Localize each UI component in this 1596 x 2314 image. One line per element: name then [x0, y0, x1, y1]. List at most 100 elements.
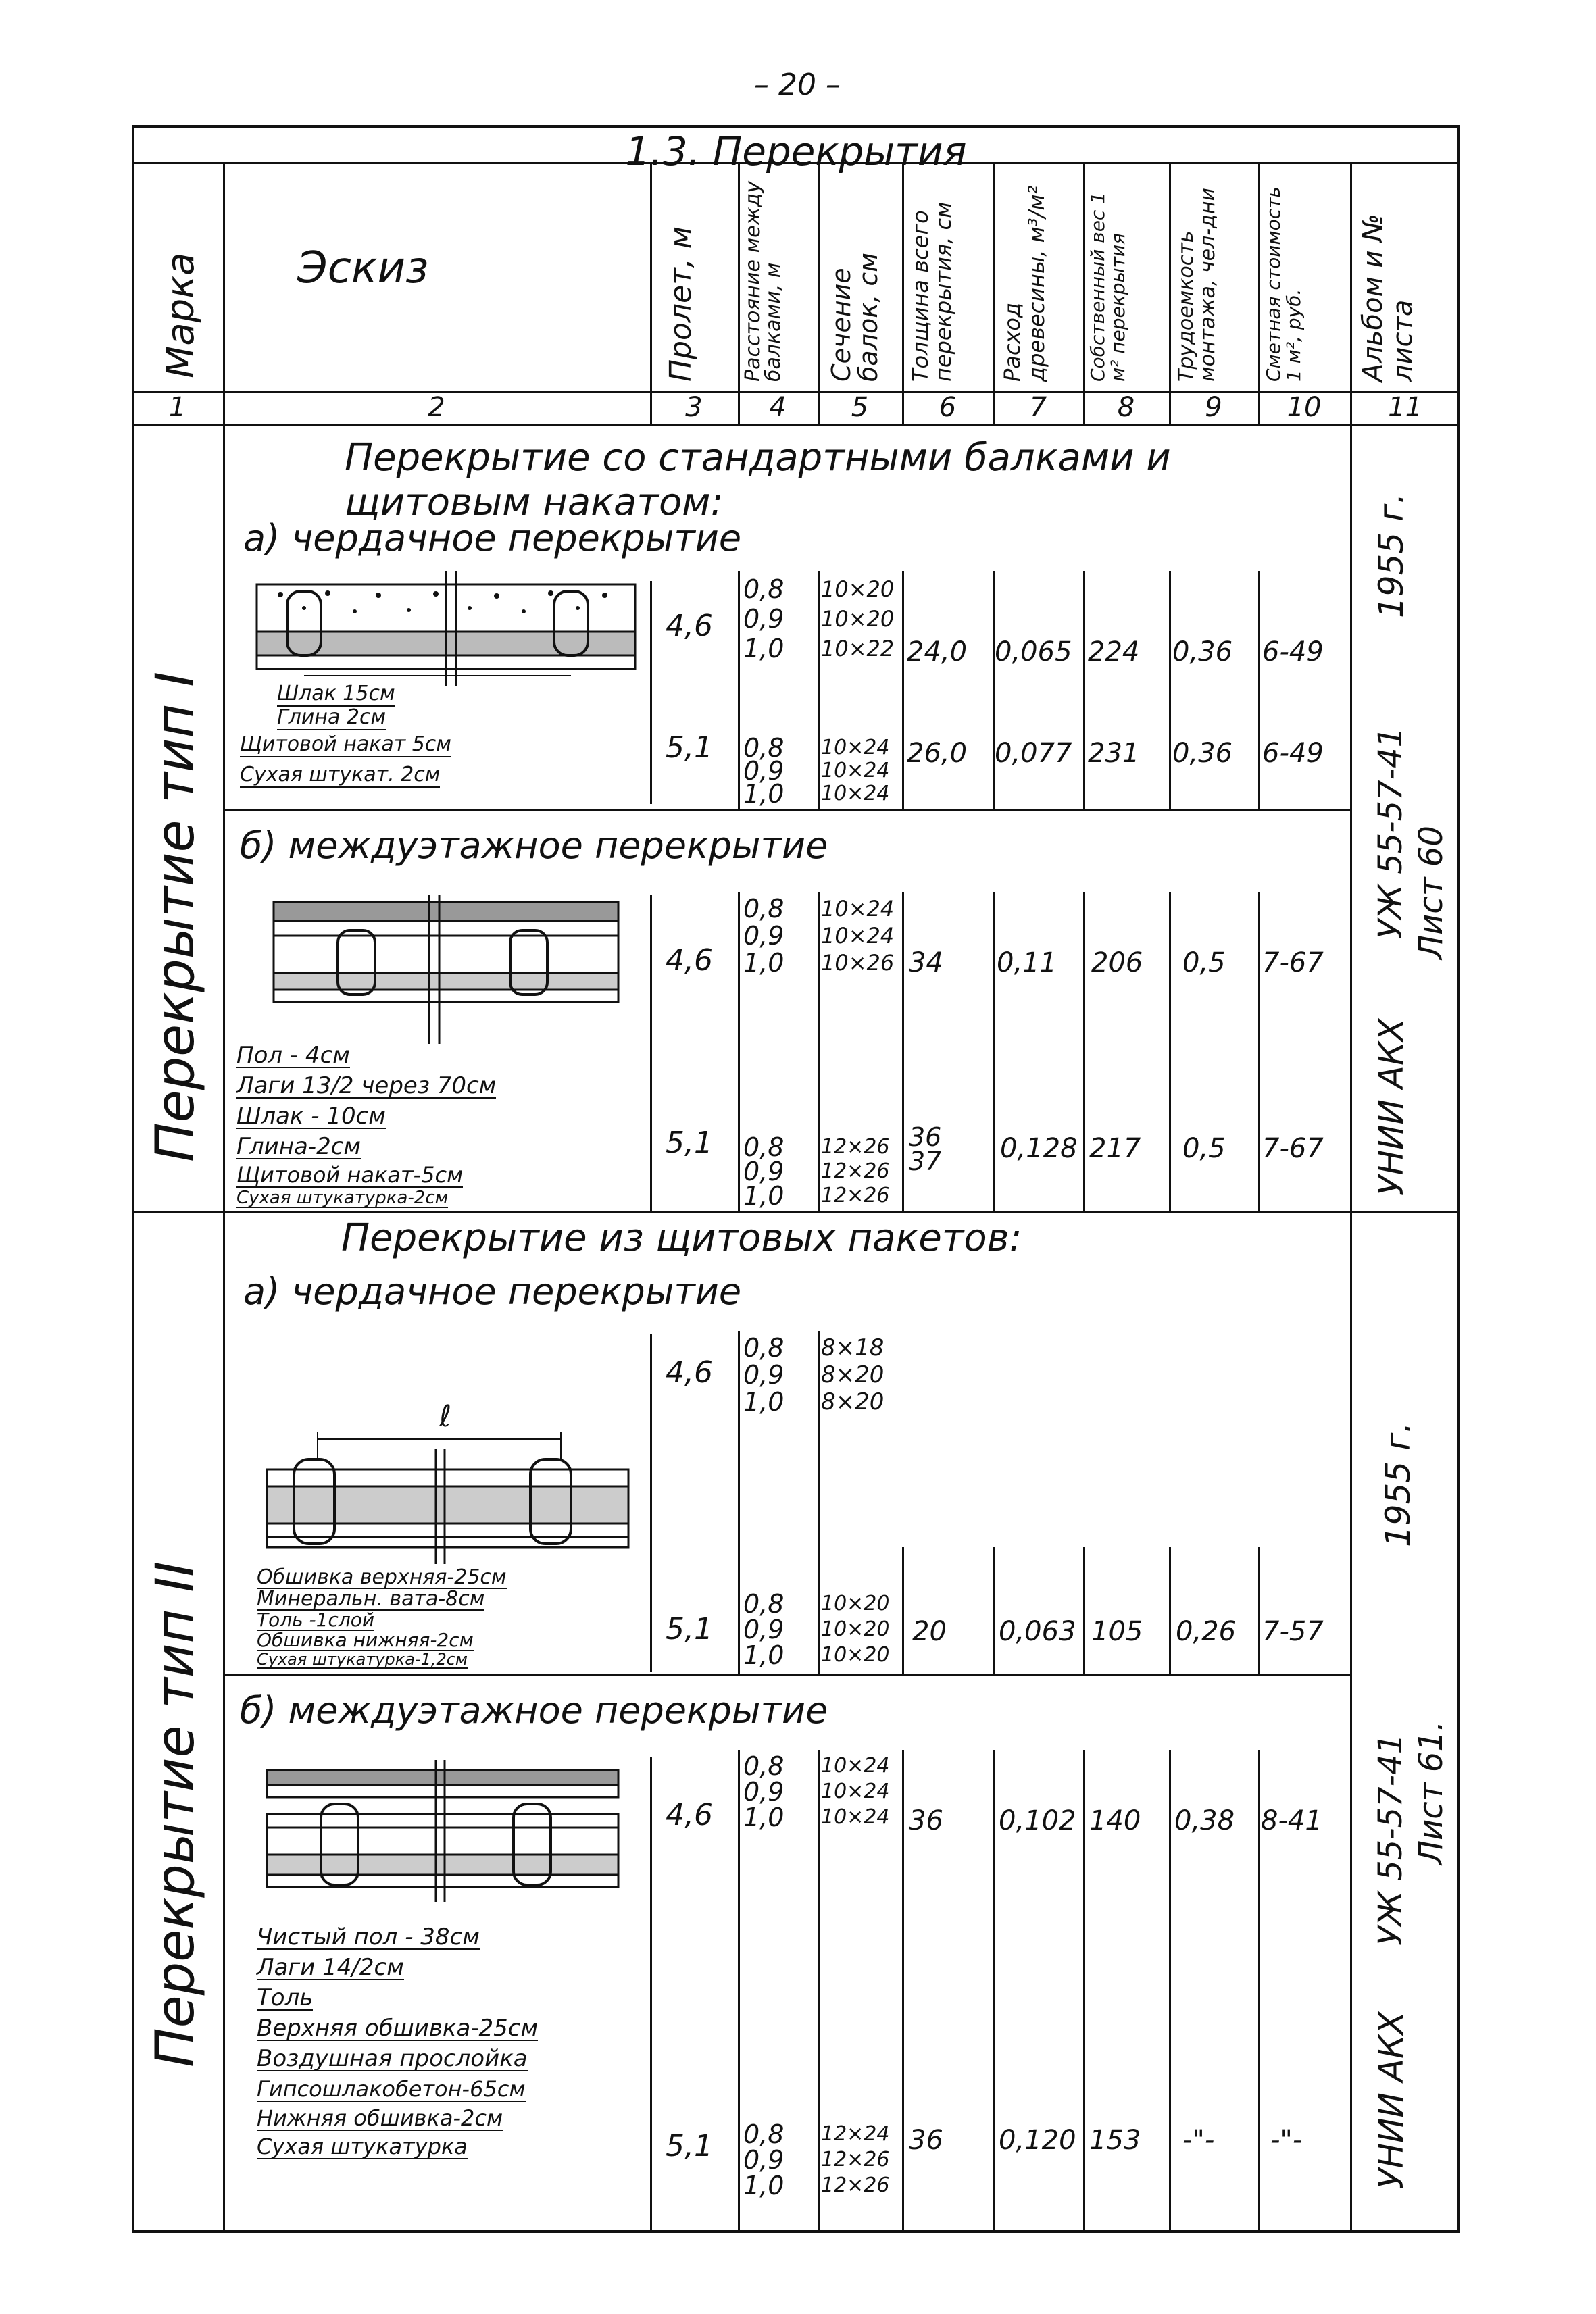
t2b-r1-dist: 0,8 0,9 1,0 — [743, 1751, 784, 1832]
t2b-r1-weight: 140 — [1089, 1805, 1141, 1836]
vrule-t1a — [738, 571, 740, 811]
vrule-t1b — [993, 892, 995, 1213]
type2-a-label: Обшивка верхняя-25см — [257, 1565, 507, 1589]
t1a-r2-weight: 231 — [1088, 738, 1140, 769]
t2b-r1-cost: 8-41 — [1261, 1805, 1322, 1836]
vrule-t1b — [650, 895, 652, 1213]
vrule-t2b — [1083, 1750, 1085, 2233]
t2a-r2-labor: 0,26 — [1176, 1616, 1237, 1647]
table-title: 1.3. Перекрытия — [625, 128, 967, 174]
t1b-r1-thick: 34 — [909, 947, 943, 978]
type2-b-label: Толь — [257, 1984, 314, 2011]
vrule-7-head — [1083, 162, 1085, 426]
type1-a-label: Сухая штукат. 2см — [240, 763, 441, 788]
t2b-r2-thick: 36 — [909, 2125, 943, 2156]
t2b-r2-dist: 0,8 0,9 1,0 — [743, 2119, 784, 2200]
type1-b-label: Сухая штукатурка-2см — [236, 1188, 449, 1208]
t2a-r2-sec: 10×20 10×20 10×20 — [821, 1592, 890, 1667]
t1b-r2-cost: 7-67 — [1262, 1133, 1324, 1164]
t2b-r1-thick: 36 — [909, 1805, 943, 1836]
vrule-t1a — [1258, 571, 1260, 811]
t1b-r1-span: 4,6 — [666, 943, 713, 978]
t2-album-sheet: Лист 61. — [1412, 1720, 1450, 1865]
type2-b-label: Сухая штукатурка — [257, 2134, 468, 2159]
vrule-5-head — [902, 162, 904, 426]
type2-b-label: Чистый пол - 38см — [257, 1923, 480, 1951]
type1-b-label: Шлак - 10см — [236, 1103, 386, 1130]
rule-title — [132, 162, 1460, 164]
header-wood: Расход древесины, м³/м² — [999, 185, 1049, 382]
t2a-r2-dist: 0,8 0,9 1,0 — [743, 1589, 784, 1670]
t2-album-org: УНИИ АКХ — [1372, 2011, 1411, 2189]
colnum-5: 5 — [851, 392, 869, 423]
t1a-r1-sec: 10×20 10×20 10×22 — [821, 576, 895, 661]
t1b-r1-cost: 7-67 — [1262, 947, 1324, 978]
t2b-r2-wood: 0,120 — [999, 2125, 1076, 2156]
vrule-9-head — [1258, 162, 1260, 426]
t2b-r2-labor: -"- — [1182, 2125, 1215, 2156]
t1b-r1-sec: 10×24 10×24 10×26 — [821, 896, 895, 976]
t1a-r2-labor: 0,36 — [1172, 738, 1233, 769]
vrule-t2b — [738, 1750, 740, 2233]
type2-b-label: Верхняя обшивка-25см — [257, 2015, 539, 2042]
t1b-r2-weight: 217 — [1089, 1133, 1141, 1164]
vrule-t1a — [902, 571, 904, 811]
vrule-3-head — [738, 162, 740, 426]
t2b-r1-sec: 10×24 10×24 10×24 — [821, 1754, 890, 1829]
vrule-t2b — [650, 1757, 652, 2230]
type2-b-label: Лаги 14/2см — [257, 1954, 404, 1981]
type1-b-title: б) междуэтажное перекрытие — [240, 824, 828, 867]
t1a-r1-dist: 0,8 0,9 1,0 — [743, 574, 784, 663]
vrule-8-head — [1169, 162, 1171, 426]
t1b-r1-dist: 0,8 0,9 1,0 — [743, 894, 784, 978]
vrule-t2b — [818, 1750, 820, 2233]
t1-album-sheet: Лист 60 — [1412, 826, 1450, 959]
type2-b-title: б) междуэтажное перекрытие — [240, 1689, 828, 1732]
type1-b-label: Лаги 13/2 через 70см — [236, 1072, 497, 1099]
type2-heading: Перекрытие из щитовых пакетов: — [341, 1216, 1022, 1260]
t1b-r2-span: 5,1 — [666, 1126, 713, 1160]
vrule-6-head — [993, 162, 995, 426]
page-number: – 20 – — [754, 68, 841, 102]
colnum-4: 4 — [769, 392, 787, 423]
t1-album-year: 1955 г. — [1372, 493, 1411, 618]
header-mark: Марка — [159, 252, 203, 378]
vrule-t1b — [1258, 892, 1260, 1213]
colnum-8: 8 — [1117, 392, 1135, 423]
vrule-t2b — [1169, 1750, 1171, 2233]
vrule-t2a — [650, 1334, 652, 1672]
type2-a-dim: ℓ — [439, 1399, 452, 1434]
type2-a-label: Сухая штукатурка-1,2см — [257, 1650, 468, 1669]
vrule-t1a — [650, 581, 652, 804]
t2b-r2-sec: 12×24 12×26 12×26 — [821, 2122, 890, 2197]
colnum-1: 1 — [168, 392, 186, 423]
type1-a-label: Шлак 15см — [277, 682, 395, 707]
colnum-11: 11 — [1388, 392, 1422, 423]
t1b-r2-dist: 0,8 0,9 1,0 — [743, 1132, 784, 1211]
vrule-t2b — [1258, 1750, 1260, 2233]
vrule-t2a — [902, 1547, 904, 1676]
t1-album-code: УЖ 55-57-41 — [1372, 726, 1410, 939]
header-beam-distance: Расстояние между балками, м — [741, 180, 785, 382]
t2a-r2-thick: 20 — [912, 1616, 947, 1647]
vrule-t2a — [1083, 1547, 1085, 1676]
vrule-10 — [1350, 162, 1352, 2233]
vrule-t1b — [902, 892, 904, 1213]
vrule-t1b — [818, 892, 820, 1213]
rule-t1-sub — [223, 809, 1350, 811]
header-sketch: Эскиз — [297, 243, 429, 293]
type2-a-label: Минеральн. вата-8см — [257, 1587, 485, 1611]
vrule-2-head — [650, 162, 652, 426]
colnum-10: 10 — [1287, 392, 1322, 423]
vrule-t1b — [1169, 892, 1171, 1213]
vrule-1 — [223, 162, 225, 2233]
t1a-r1-cost: 6-49 — [1262, 636, 1324, 668]
t2-album-year: 1955 г. — [1378, 1422, 1418, 1547]
vrule-t1a — [1083, 571, 1085, 811]
t1-album-org: УНИИ АКХ — [1372, 1018, 1411, 1196]
header-cost: Сметная стоимость 1 м², руб. — [1262, 186, 1305, 382]
vrule-t1a — [1169, 571, 1171, 811]
vrule-t1a — [993, 571, 995, 811]
t1b-r2-sec: 12×26 12×26 12×26 — [821, 1135, 890, 1207]
t2a-r2-cost: 7-57 — [1262, 1616, 1324, 1647]
